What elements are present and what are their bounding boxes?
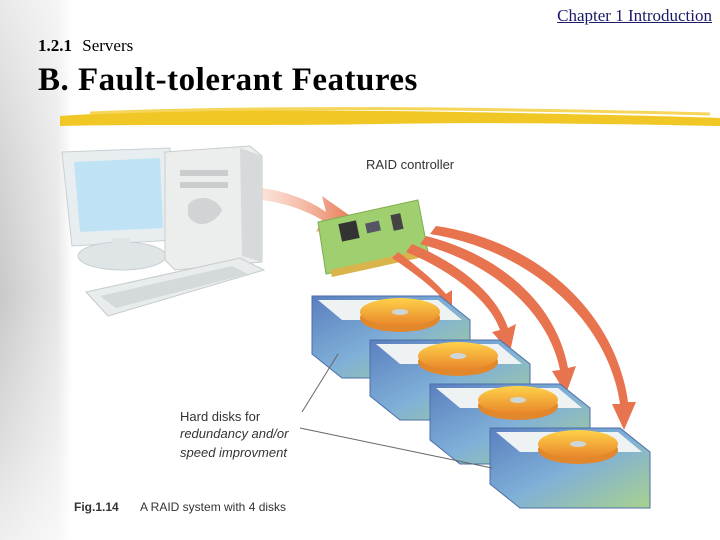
hard-disk-3 bbox=[429, 383, 591, 465]
raid-controller-label: RAID controller bbox=[366, 157, 455, 172]
figure-caption: Fig.1.14 A RAID system with 4 disks bbox=[74, 500, 286, 514]
computer-illustration bbox=[61, 145, 266, 317]
title-underline-brush bbox=[60, 107, 720, 126]
leader-line-upper bbox=[301, 353, 339, 413]
figure-caption-text: A RAID system with 4 disks bbox=[140, 500, 286, 514]
section-label: Servers bbox=[82, 36, 134, 55]
tower-case bbox=[164, 145, 263, 271]
section-number: 1.2.1 bbox=[38, 36, 72, 55]
slide-title: B. Fault-tolerant Features bbox=[38, 62, 418, 98]
keyboard bbox=[85, 257, 266, 317]
section-heading: 1.2.1 Servers bbox=[38, 36, 133, 56]
monitor bbox=[61, 147, 176, 271]
chapter-link[interactable]: Chapter 1 Introduction bbox=[557, 6, 712, 25]
arrow-to-disk-2 bbox=[406, 244, 516, 352]
hard-disk-4 bbox=[489, 427, 651, 509]
arrow-to-disk-4 bbox=[430, 226, 636, 430]
hard-disks-label-line-3: speed improvment bbox=[180, 445, 288, 460]
hard-disks-label-line-1: Hard disks for bbox=[180, 409, 261, 424]
figure-number: Fig.1.14 bbox=[74, 500, 119, 514]
hard-disks-label-line-2: redundancy and/or bbox=[180, 426, 289, 441]
decorative-side-strip bbox=[0, 0, 72, 540]
leader-line-lower bbox=[299, 427, 493, 469]
arrow-to-disk-3 bbox=[420, 236, 576, 394]
hard-disks-label: Hard disks for redundancy and/or speed i… bbox=[180, 409, 292, 460]
